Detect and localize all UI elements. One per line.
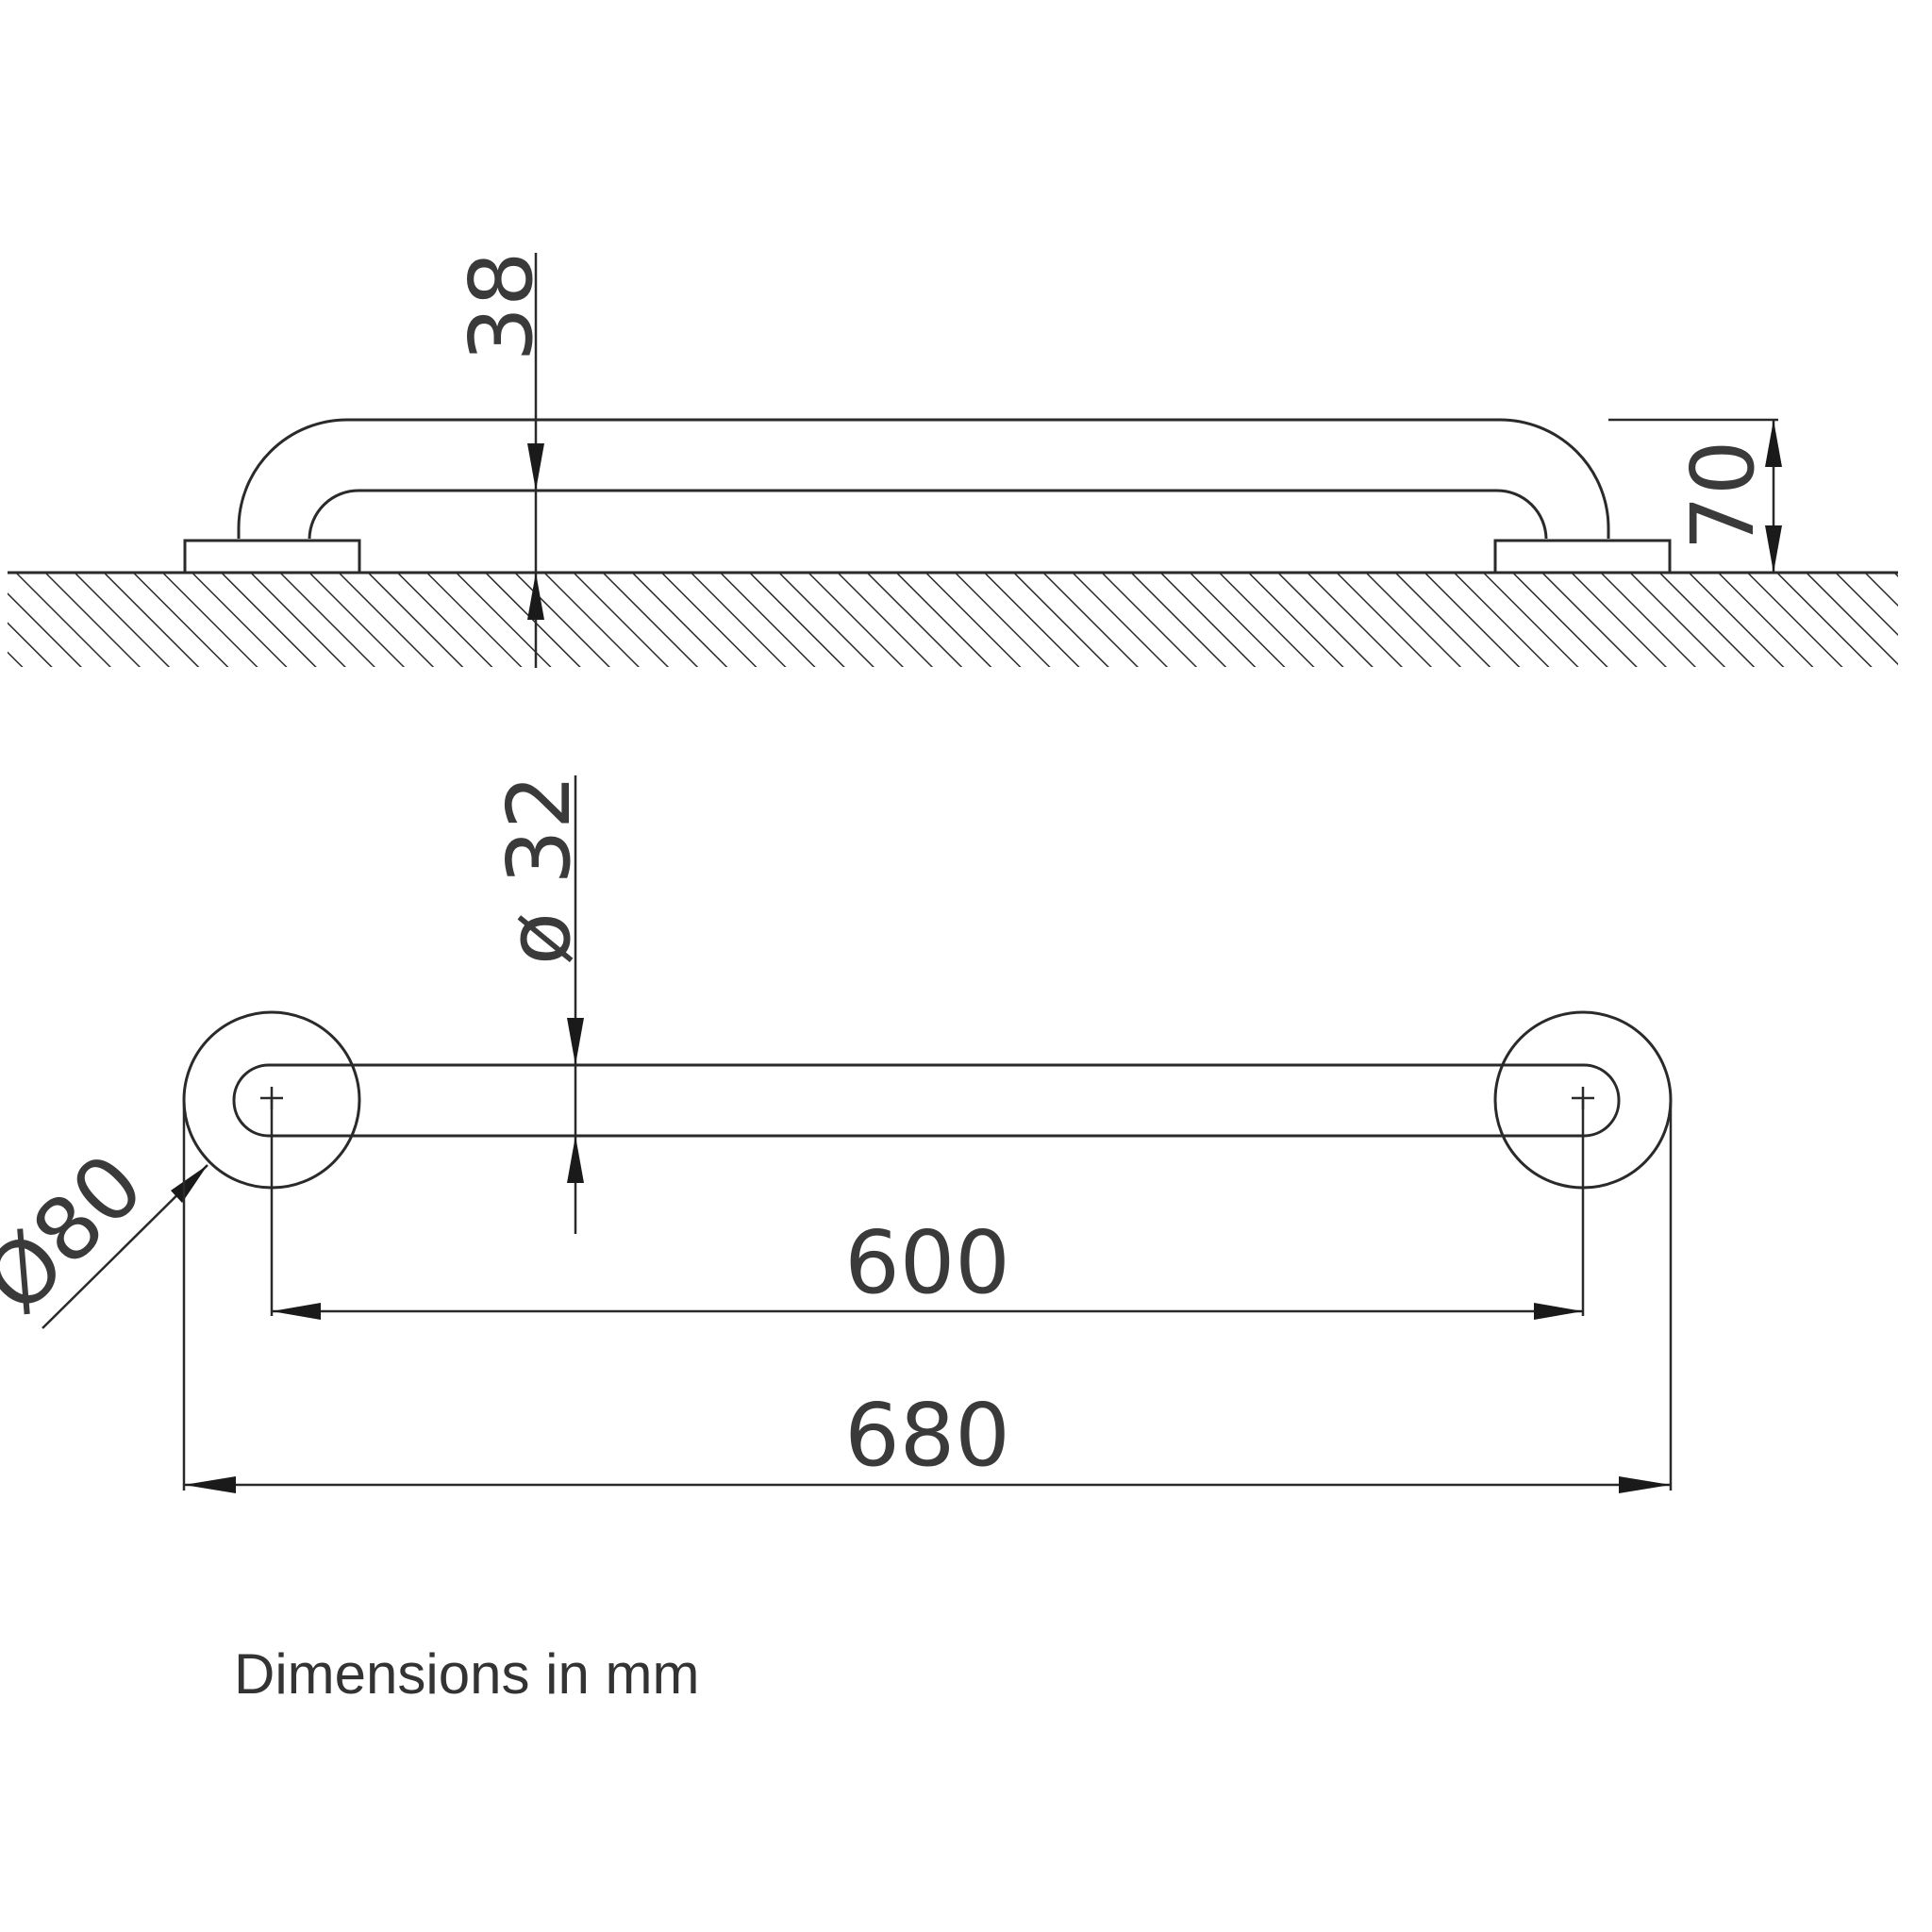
dim-70-arrow-up xyxy=(1765,420,1782,467)
dim-600-label: 600 xyxy=(844,1212,1010,1313)
grab-bar-inner-profile xyxy=(308,489,1548,540)
dim-600-arrow-left xyxy=(272,1303,321,1320)
dim-680-label: 680 xyxy=(844,1385,1010,1486)
grab-bar-outer-profile xyxy=(237,418,1610,539)
left-mounting-flange xyxy=(183,539,361,575)
top-view: ø 32 Ø80 600 680 xyxy=(0,774,1673,1493)
units-caption: Dimensions in mm xyxy=(234,1642,700,1706)
dim-38-label: 38 xyxy=(451,251,552,361)
dim-38-arrow-up xyxy=(527,573,544,620)
dim-32-arrow-down xyxy=(567,1018,584,1065)
dim-680-arrow-right xyxy=(1619,1476,1671,1493)
right-mounting-flange xyxy=(1493,539,1672,575)
dim-32-label: ø 32 xyxy=(489,774,590,966)
dim-38-arrow-down xyxy=(527,443,544,491)
dim-600-arrow-right xyxy=(1534,1303,1583,1320)
grab-bar-tube xyxy=(232,1063,1621,1138)
dim-32-arrow-up xyxy=(567,1136,584,1183)
dim-70-label: 70 xyxy=(1673,440,1774,550)
dim-70-arrow-down xyxy=(1765,525,1782,573)
wall-hatching xyxy=(8,573,1898,667)
side-view: 38 70 xyxy=(8,251,1898,668)
dim-80-arrow xyxy=(171,1165,208,1203)
dim-680-arrow-left xyxy=(184,1476,236,1493)
